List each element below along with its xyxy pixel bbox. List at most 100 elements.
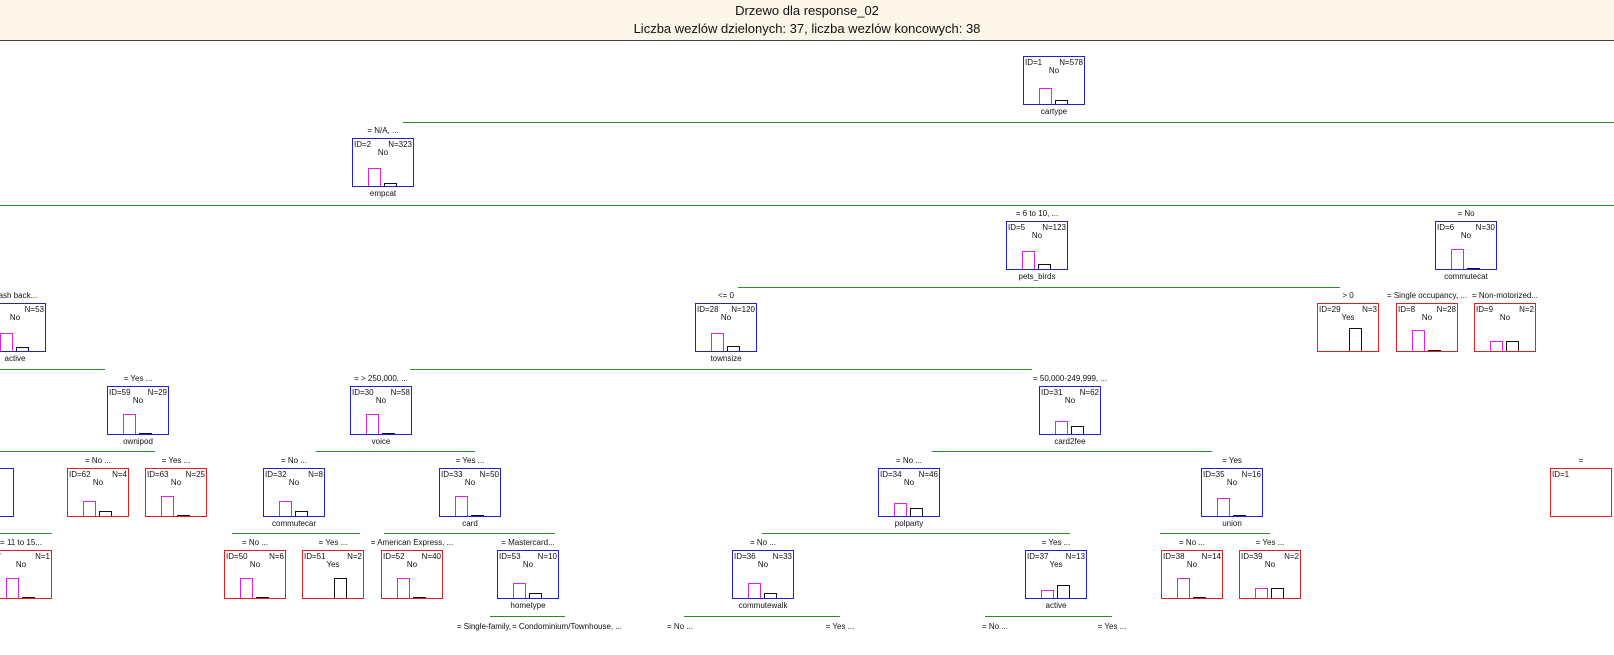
edge-condition-label: <= 0 [717,291,735,300]
tree-branch-line [490,616,565,617]
bar-yes [1349,328,1362,351]
bar-yes [16,347,29,351]
node-class: No [288,478,300,487]
split-variable-label: ownipod [123,437,153,446]
split-variable-label: active [4,354,26,363]
node-count: N=30 [1475,223,1495,232]
bar-yes [529,593,542,598]
node-count: N=29 [147,388,167,397]
node-class: No [1064,396,1076,405]
node-class: No [1048,66,1060,75]
node-class: No [15,560,27,569]
node-id: ID=37 [1027,552,1049,561]
bar-no [1451,249,1464,269]
node-count: N=2 [1519,305,1534,314]
bar-yes [384,183,397,186]
edge-condition-label: = Yes ... [1255,538,1285,547]
edge-condition-label: = 50,000-249,999, ... [1032,374,1108,383]
edge-condition-label: = No ... [749,538,777,547]
tree-branch-line [0,369,105,370]
tree-branch-line [985,616,1112,617]
edge-condition-label: = Yes ... [161,456,191,465]
split-variable-label: empcat [369,189,397,198]
node-count: N=323 [388,140,412,149]
node-id: ID=39 [1241,552,1263,561]
split-variable-label: voice [371,437,391,446]
bar-yes [334,578,347,598]
node-id: ID=52 [383,552,405,561]
node-class: Yes [1049,560,1063,569]
terminal-node-n67[interactable]: 67N=1No [0,550,52,599]
bar-no [1041,590,1054,598]
bar-no [83,501,96,516]
node-count: N=58 [390,388,410,397]
node-id: ID=1 [1552,470,1570,479]
edge-condition-label: = No ... [84,456,112,465]
tree-branch-line [403,122,1614,123]
bar-yes [471,515,484,516]
node-id: ID=1 [1025,58,1043,67]
bar-no [1055,421,1068,434]
tree-branch-line [1465,205,1614,206]
tree-branch-line [684,616,840,617]
bar-yes [99,511,112,516]
node-id: ID=30 [352,388,374,397]
split-node-n61[interactable]: N=6 [0,468,14,517]
edge-condition-label: = No ... [280,456,308,465]
split-variable-label: pets_birds [1018,272,1056,281]
node-count: N=16 [1241,470,1261,479]
node-id: ID=50 [226,552,248,561]
bar-yes [1271,588,1284,598]
split-variable-label: commutecat [1444,272,1488,281]
tree-branch-line [738,287,1340,288]
tree-branch-line [384,533,555,534]
edge-condition-label: = No ... [981,622,1009,631]
edge-condition-label: = [1578,456,1584,465]
node-id: ID=2 [354,140,372,149]
node-id: ID=34 [880,470,902,479]
bar-yes [256,597,269,598]
node-class: No [406,560,418,569]
bar-yes [910,508,923,516]
terminal-node-nR[interactable]: ID=1 [1550,468,1612,517]
node-class: No [132,396,144,405]
bar-yes [1057,585,1070,598]
bar-yes [1038,264,1051,269]
node-count: N=33 [772,552,792,561]
node-class: No [1264,560,1276,569]
edge-condition-label: = Yes [1222,456,1242,465]
tree-branch-line [762,533,1070,534]
node-count: N=8 [308,470,323,479]
tree-title: Drzewo dla response_02 [735,3,879,18]
tree-subtitle: Liczba wezlów dzielonych: 37, liczba wez… [633,21,981,36]
bar-yes [1233,515,1246,516]
edge-condition-label: = Single occupancy, ... [1386,291,1468,300]
